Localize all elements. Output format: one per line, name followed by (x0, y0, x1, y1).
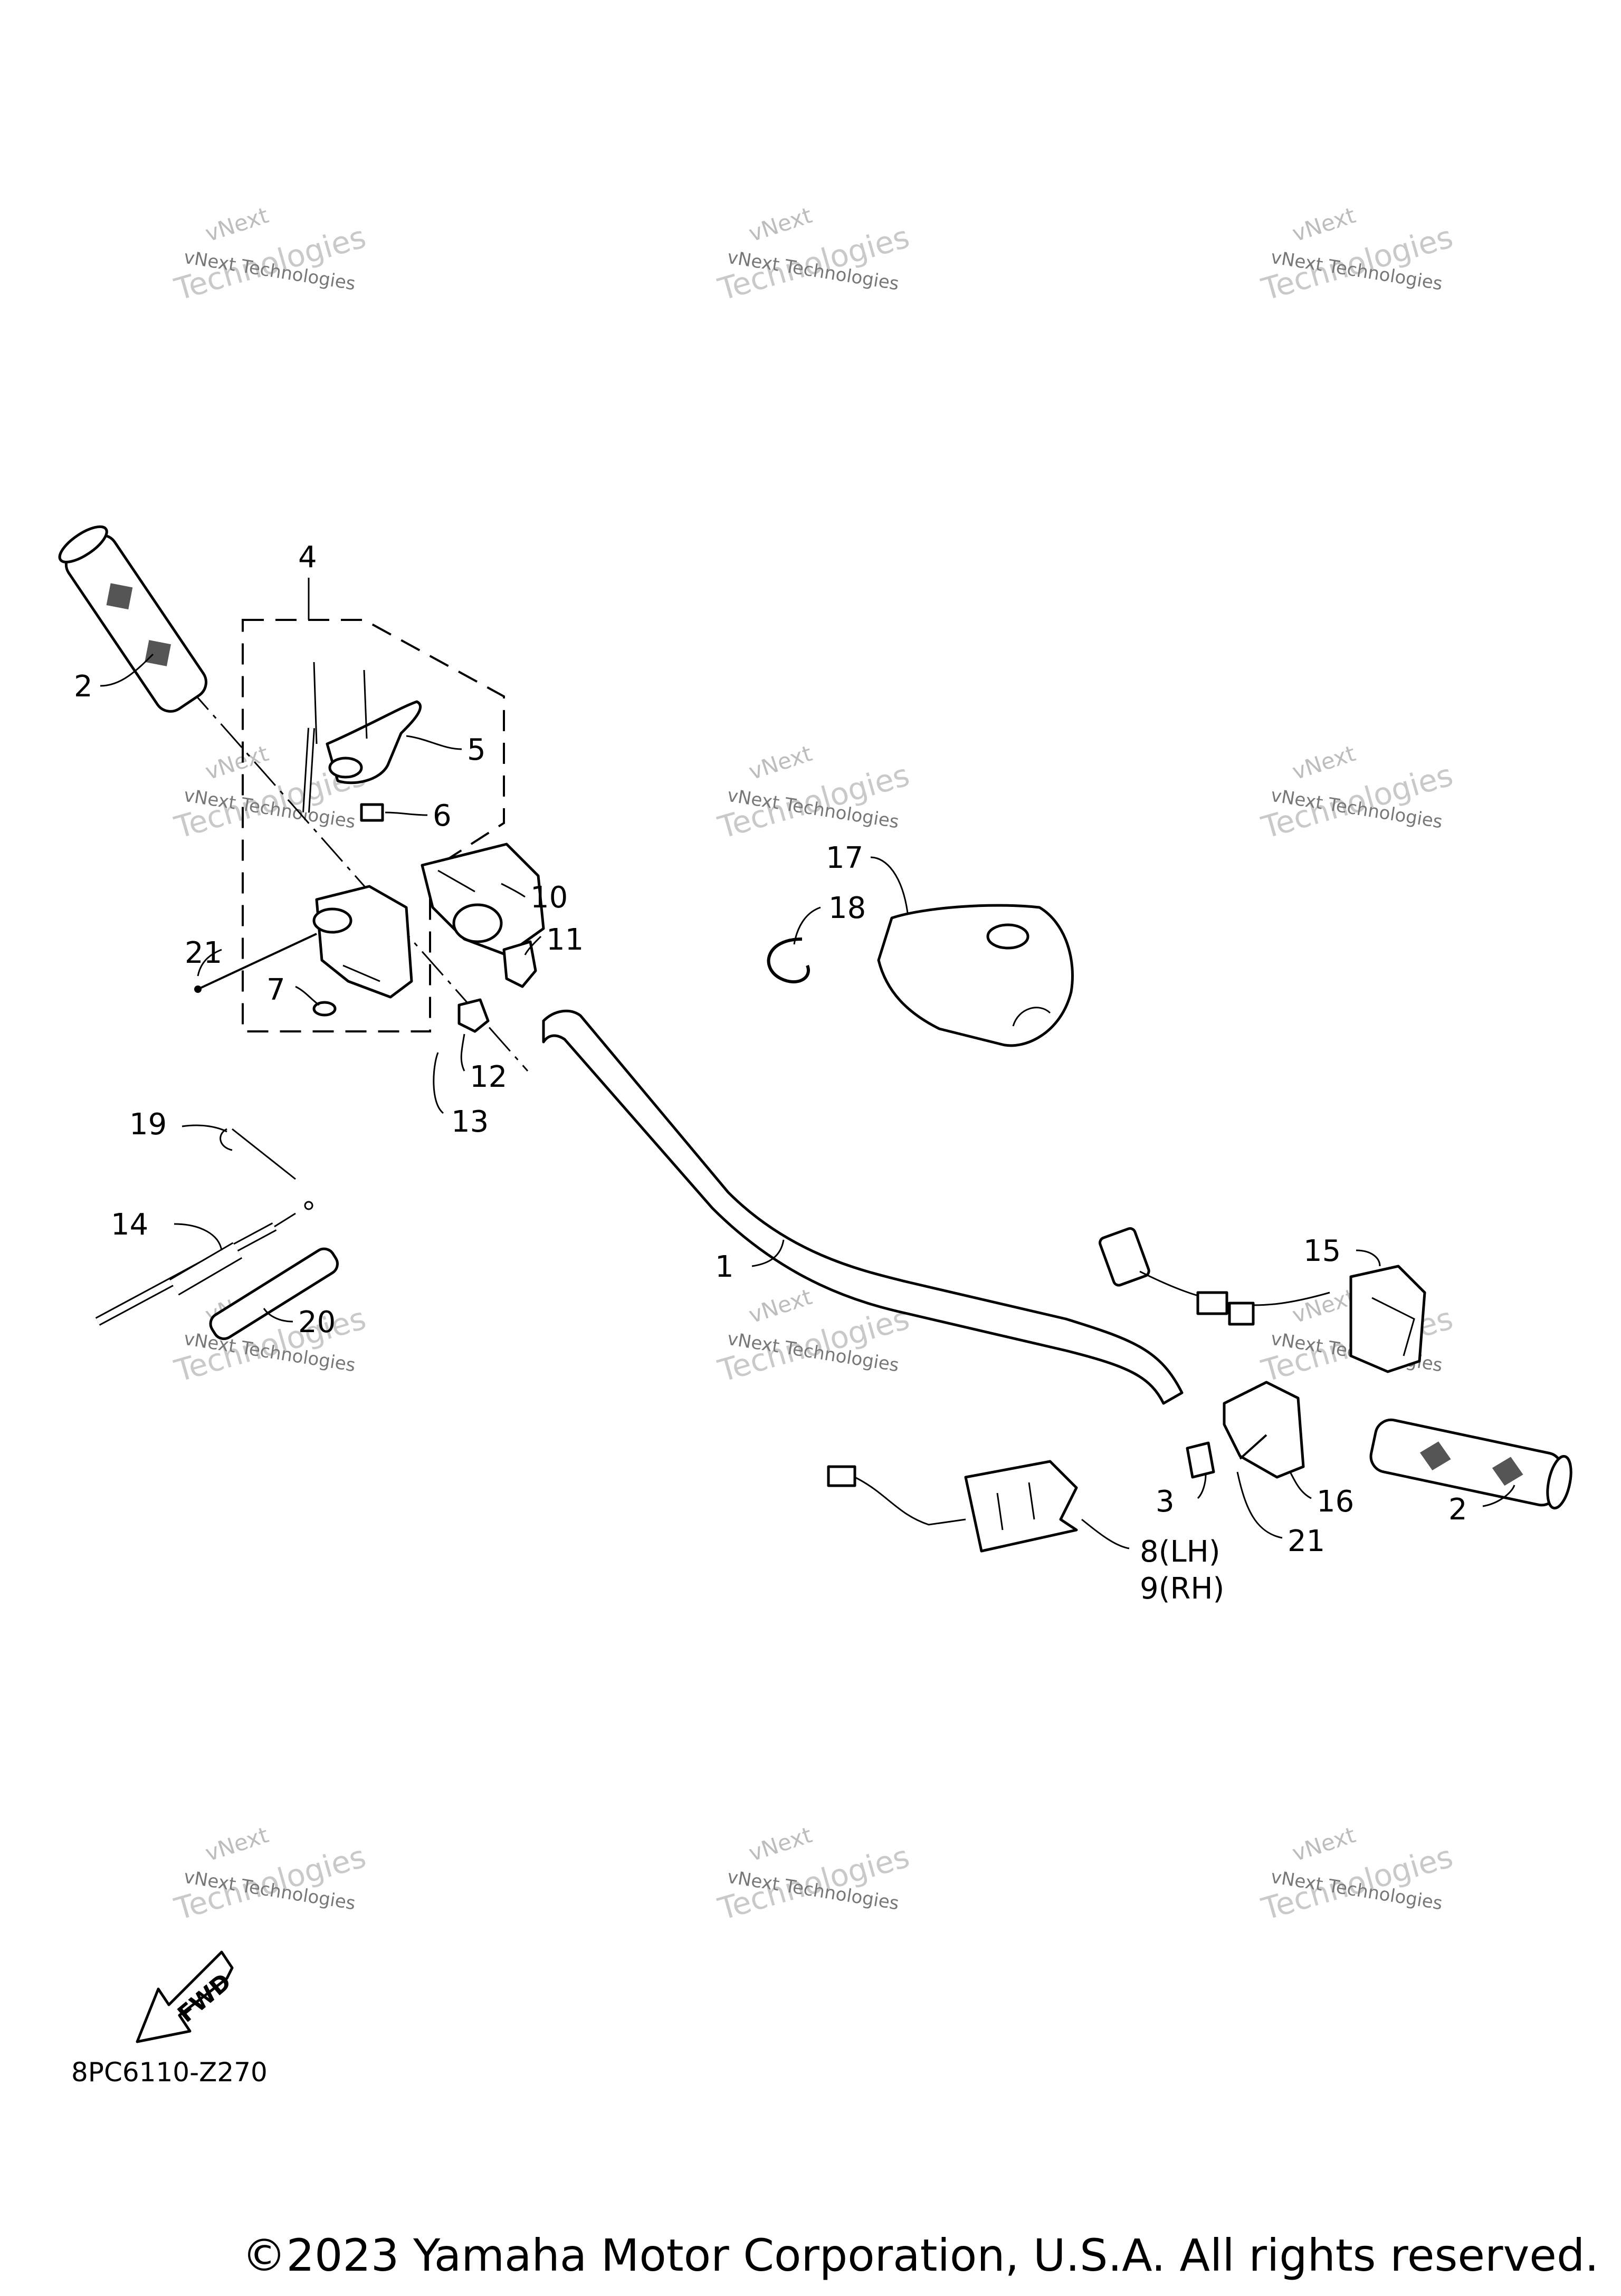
watermark-line3: vNext (202, 740, 272, 785)
end-plug-3 (1186, 1441, 1215, 1479)
watermark-line3: vNext (202, 202, 272, 247)
watermark-line3: vNext (202, 1822, 272, 1867)
watermark-line3: vNext (1289, 1822, 1359, 1867)
callout-21-left: 21 (185, 936, 222, 970)
callout-leaders (100, 653, 1515, 1549)
callout-3: 3 (1156, 1485, 1175, 1519)
watermark-top-center: Technologies vNext vNext Technologies (714, 202, 913, 308)
callout-7: 7 (266, 973, 285, 1007)
assembly-4-dashed-box (242, 619, 505, 1032)
screw-21-right (1239, 1434, 1267, 1460)
watermark-line3: vNext (746, 740, 815, 785)
part-12 (457, 998, 490, 1033)
bracket-left (312, 885, 413, 999)
watermark-bottom-left: Technologies vNext vNext Technologies (170, 1822, 370, 1927)
screw-21-left (197, 933, 317, 990)
callout-9-rh: 9(RH) (1140, 1572, 1224, 1606)
watermark-bottom-center: Technologies vNext vNext Technologies (714, 1822, 913, 1927)
fwd-arrow-icon: FWD (136, 1950, 236, 2043)
watermark-mid-center: Technologies vNext vNext Technologies (714, 740, 913, 846)
diagram-code: 8PC6110-Z270 (71, 2057, 268, 2088)
cable-14 (95, 1201, 313, 1326)
watermark-line3: vNext (746, 1284, 815, 1328)
callout-10: 10 (530, 881, 568, 915)
washer-7 (312, 1001, 337, 1017)
callout-17: 17 (826, 841, 863, 875)
grip-heater-8-9 (827, 1460, 1078, 1553)
pad-cover-17 (877, 904, 1074, 1047)
watermark-line3: vNext (746, 1822, 815, 1867)
grip-right-2 (1369, 1418, 1572, 1510)
callout-15: 15 (1303, 1234, 1341, 1268)
pin-left-inner (304, 728, 313, 813)
watermark-line3: vNext (1289, 1284, 1359, 1328)
lever-5 (313, 662, 422, 785)
callout-labels: 4 2 5 6 10 11 21 7 12 13 17 18 19 14 1 2… (74, 540, 1467, 1606)
watermark-line3: vNext (1289, 202, 1359, 247)
watermark-top-left: Technologies vNext vNext Technologies (170, 202, 370, 308)
callout-1: 1 (715, 1250, 734, 1284)
switch-housing-10 (421, 843, 545, 956)
callout-19: 19 (129, 1107, 167, 1142)
sleeve-20 (209, 1247, 339, 1341)
watermark-line3: vNext (746, 202, 815, 247)
clip-6 (360, 803, 384, 822)
callout-18: 18 (828, 891, 866, 925)
ring-18 (767, 937, 810, 983)
callout-20: 20 (298, 1305, 336, 1340)
watermark-mid-right: Technologies vNext vNext Technologies (1257, 740, 1457, 846)
watermark-bottom-right: Technologies vNext vNext Technologies (1257, 1822, 1457, 1927)
callout-2-left: 2 (74, 669, 93, 704)
callout-21-right: 21 (1288, 1524, 1325, 1558)
watermark-group: Technologies vNext vNext Technologies Te… (170, 202, 1457, 1927)
callout-2-right: 2 (1448, 1493, 1467, 1527)
switch-assembly-15 (1099, 1227, 1426, 1373)
callout-16: 16 (1317, 1485, 1354, 1519)
screw-21-left-head (194, 986, 202, 993)
callout-8-lh: 8(LH) (1140, 1535, 1220, 1569)
callout-13: 13 (451, 1105, 489, 1139)
watermark-top-right: Technologies vNext vNext Technologies (1257, 202, 1457, 308)
callout-6: 6 (433, 799, 452, 833)
copyright-notice: ©2023 Yamaha Motor Corporation, U.S.A. A… (242, 2230, 1599, 2281)
watermark-line3: vNext (1289, 740, 1359, 785)
switch-housing-16 (1223, 1381, 1305, 1479)
callout-4: 4 (298, 540, 317, 575)
grip-left-2 (58, 525, 207, 713)
handlebar-1 (542, 1009, 1184, 1405)
callout-14: 14 (111, 1208, 148, 1242)
part-11 (502, 940, 537, 988)
callout-5: 5 (467, 733, 486, 767)
callout-12: 12 (470, 1060, 507, 1094)
callout-11: 11 (546, 923, 584, 957)
